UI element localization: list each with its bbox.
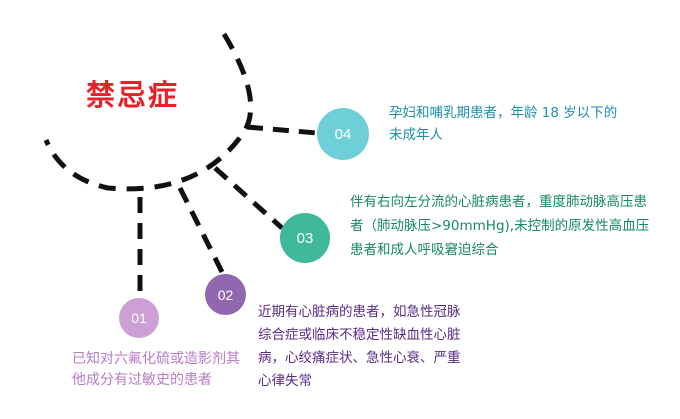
node-03: 03 <box>280 213 330 263</box>
node-01-label: 01 <box>131 310 147 326</box>
connector-02 <box>177 186 225 274</box>
node-02: 02 <box>205 274 246 315</box>
node-04-label: 04 <box>334 125 352 143</box>
item-03-text: 伴有右向左分流的心脏病患者，重度肺动脉高压患者（肺动脉压>90mmHg),未控制… <box>350 194 650 258</box>
node-03-label: 03 <box>296 229 314 247</box>
item-04-text: 孕妇和哺乳期患者，年龄 18 岁以下的未成年人 <box>389 105 618 143</box>
connector-03 <box>213 166 284 230</box>
node-01: 01 <box>119 298 159 338</box>
item-02-text: 近期有心脏病的患者，如急性冠脉综合症或临床不稳定性缺血性心脏病，心绞痛症状、急性… <box>258 304 461 389</box>
node-04: 04 <box>317 108 369 160</box>
node-02-label: 02 <box>217 286 234 303</box>
item-01-text: 已知对六氟化硫或造影剂其他成分有过敏史的患者 <box>72 351 240 388</box>
page-title: 禁忌症 <box>86 78 180 112</box>
connector-04 <box>246 124 318 136</box>
dashed-arc-curve <box>43 32 254 192</box>
